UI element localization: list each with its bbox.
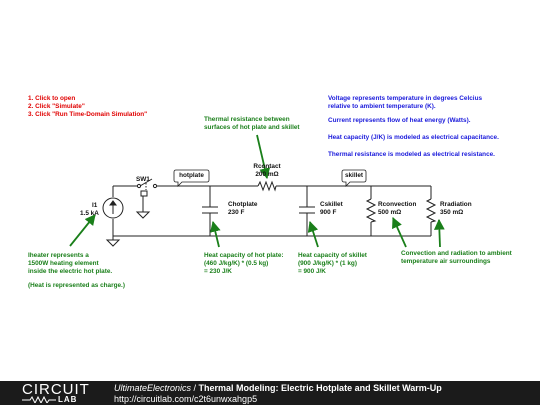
note-thermal-resistance: Thermal resistance is modeled as electri… bbox=[328, 151, 495, 158]
logo-wordmark-bottom: LAB bbox=[58, 395, 78, 404]
note-voltage-line1: Voltage represents temperature in degree… bbox=[328, 95, 483, 102]
cskillet-value: 900 F bbox=[320, 209, 337, 216]
capacitor-cskillet-icon bbox=[299, 206, 315, 214]
logo-wordmark-top: CIRCUIT bbox=[22, 381, 90, 398]
footer-bar: CIRCUIT LAB UltimateElectronics / Therma… bbox=[0, 381, 540, 405]
annotation-skillet-capacity-line1: Heat capacity of skillet bbox=[298, 252, 367, 259]
chotplate-name: Chotplate bbox=[228, 201, 258, 208]
instruction-open[interactable]: 1. Click to open bbox=[28, 95, 76, 102]
resistor-rradiation-icon bbox=[425, 198, 437, 223]
annotation-hotplate-capacity-line1: Heat capacity of hot plate: bbox=[204, 252, 284, 259]
cskillet-name: Cskillet bbox=[320, 201, 343, 208]
annotation-iheater-line3: inside the electric hot plate. bbox=[28, 268, 113, 275]
resistor-rcontact-icon bbox=[257, 180, 277, 192]
footer-circuit-title[interactable]: Thermal Modeling: Electric Hotplate and … bbox=[198, 383, 442, 393]
annotation-heat-charge: (Heat is represented as charge.) bbox=[28, 282, 125, 289]
annotation-skillet-capacity-line2: (900 J/kg/K) * (1 kg) bbox=[298, 260, 357, 267]
resistor-rconvection-icon bbox=[365, 198, 377, 223]
rconvection-value: 500 mΩ bbox=[378, 209, 402, 216]
rconvection-name: Rconvection bbox=[378, 201, 417, 208]
logo-resistor-icon bbox=[22, 396, 56, 403]
footer-brand[interactable]: UltimateElectronics bbox=[114, 383, 192, 393]
note-current: Current represents flow of heat energy (… bbox=[328, 117, 471, 124]
footer-separator: / bbox=[191, 383, 199, 393]
current-source-icon bbox=[102, 197, 124, 219]
annotation-arrows bbox=[69, 134, 445, 248]
note-voltage-line2: relative to ambient temperature (K). bbox=[328, 103, 436, 110]
source-value: 1.5 kA bbox=[80, 210, 99, 217]
annotation-skillet-capacity-line3: = 900 J/K bbox=[298, 268, 326, 275]
footer-title: UltimateElectronics / Thermal Modeling: … bbox=[114, 383, 442, 394]
rcontact-value: 200 mΩ bbox=[255, 171, 279, 178]
annotation-thermal-resistance-line1: Thermal resistance between bbox=[204, 116, 290, 123]
wires bbox=[112, 185, 432, 240]
switch-name: SW1 bbox=[136, 176, 150, 183]
ground-icon bbox=[105, 239, 121, 247]
instruction-run: 3. Click "Run Time-Domain Simulation" bbox=[28, 111, 148, 118]
instruction-simulate: 2. Click "Simulate" bbox=[28, 103, 85, 110]
annotation-iheater-line1: Iheater represents a bbox=[28, 252, 89, 259]
annotation-thermal-resistance-line2: surfaces of hot plate and skillet bbox=[204, 124, 300, 131]
node-label-skillet: skillet bbox=[344, 172, 364, 179]
footer-url[interactable]: http://circuitlab.com/c2t6unwxahgp5 bbox=[114, 394, 258, 404]
circuitlab-logo[interactable]: CIRCUIT LAB bbox=[22, 382, 100, 404]
source-name: I1 bbox=[92, 202, 98, 209]
switch-icon bbox=[135, 178, 158, 219]
chotplate-value: 230 F bbox=[228, 209, 245, 216]
node-label-hotplate-box bbox=[173, 169, 210, 187]
rradiation-name: Rradiation bbox=[440, 201, 472, 208]
node-label-skillet-box bbox=[341, 169, 367, 187]
annotation-convection-line1: Convection and radiation to ambient bbox=[401, 250, 512, 257]
annotation-convection-line2: temperature air surroundings bbox=[401, 258, 491, 265]
annotation-iheater-line2: 1500W heating element bbox=[28, 260, 99, 267]
node-label-hotplate: hotplate bbox=[179, 172, 204, 179]
capacitor-chotplate-icon bbox=[202, 206, 218, 214]
rcontact-name: Rcontact bbox=[253, 163, 281, 170]
annotation-hotplate-capacity-line2: (460 J/kg/K) * (0.5 kg) bbox=[204, 260, 269, 267]
annotation-hotplate-capacity-line3: = 230 J/K bbox=[204, 268, 232, 275]
rradiation-value: 350 mΩ bbox=[440, 209, 464, 216]
note-heat-capacity: Heat capacity (J/K) is modeled as electr… bbox=[328, 134, 499, 141]
